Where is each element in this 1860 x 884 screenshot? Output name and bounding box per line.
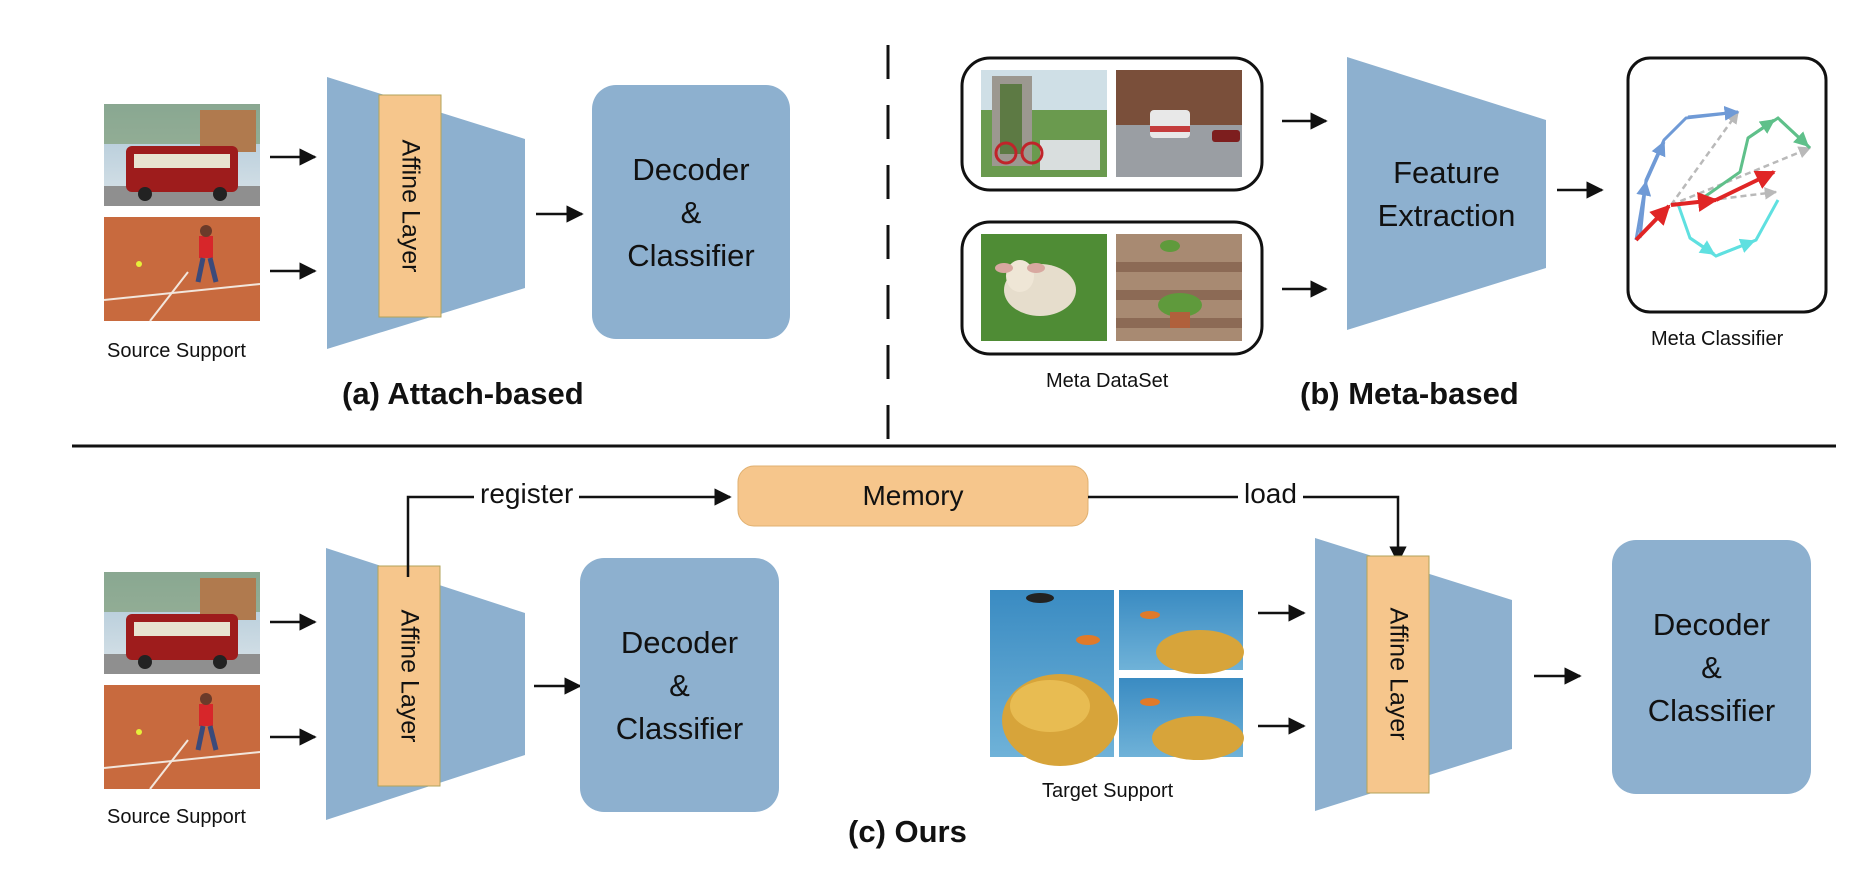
affine-layer-a-label: Affine Layer — [396, 139, 425, 273]
decoder-a-line2: & — [680, 194, 702, 230]
meta-image-bike — [981, 70, 1107, 177]
meta-classifier-box — [1626, 56, 1828, 314]
source-image-bus-a — [104, 104, 260, 206]
affine-layer-c-right — [1366, 555, 1430, 794]
meta-image-street-bus — [1116, 70, 1242, 177]
decoder-a-line1: Decoder — [632, 151, 750, 187]
decoder-c-right-line2: & — [1701, 649, 1722, 685]
load-connector — [1088, 495, 1407, 564]
decoder-c-left-line2: & — [669, 667, 690, 703]
target-support-caption: Target Support — [1042, 780, 1174, 802]
decoder-classifier-c-left — [580, 558, 779, 812]
decoder-c-right-line3: Classifier — [1647, 692, 1776, 728]
feature-line1: Feature — [1393, 155, 1500, 190]
meta-dataset-caption: Meta DataSet — [1046, 370, 1169, 392]
meta-image-plants — [1116, 234, 1242, 341]
decoder-c-left-line1: Decoder — [620, 624, 739, 660]
meta-image-sheep — [981, 234, 1107, 341]
load-label: load — [1238, 478, 1303, 510]
source-support-caption-a: Source Support — [107, 340, 246, 362]
source-image-tennis-c — [103, 685, 261, 790]
meta-classifier-vectors — [1634, 105, 1812, 258]
target-image-coral-bottom — [1119, 678, 1244, 760]
source-image-bus-c — [104, 572, 260, 674]
decoder-c-left-line3: Classifier — [615, 710, 744, 746]
panel-b-title: (b) Meta-based — [1300, 376, 1519, 411]
memory-label: Memory — [862, 480, 964, 511]
decoder-classifier-c-right — [1612, 540, 1811, 794]
decoder-classifier-a-label: Decoder & Classifier — [592, 85, 790, 339]
feature-extraction-block — [1347, 57, 1546, 330]
register-connector — [406, 488, 732, 577]
affine-layer-c-left-label: Affine Layer — [395, 609, 424, 743]
affine-layer-a — [378, 94, 442, 318]
meta-classifier-caption: Meta Classifier — [1651, 328, 1784, 350]
affine-layer-c-left — [377, 565, 441, 787]
decoder-classifier-c-left-label: Decoder & Classifier — [580, 558, 779, 812]
decoder-a-line3: Classifier — [627, 237, 755, 273]
feature-extraction-label: Feature Extraction — [1347, 130, 1546, 258]
target-image-coral-large — [990, 590, 1118, 766]
decoder-classifier-c-right-label: Decoder & Classifier — [1612, 540, 1811, 794]
panel-c-title: (c) Ours — [848, 814, 967, 849]
decoder-classifier-a — [592, 85, 790, 339]
decoder-c-right-line1: Decoder — [1652, 606, 1771, 642]
feature-line2: Extraction — [1377, 198, 1516, 233]
register-label: register — [474, 478, 580, 510]
source-support-caption-c: Source Support — [107, 806, 246, 828]
source-image-tennis-a — [103, 217, 261, 322]
target-image-coral-top — [1119, 590, 1244, 674]
affine-layer-c-right-label: Affine Layer — [1384, 607, 1413, 741]
panel-a-title: (a) Attach-based — [342, 376, 584, 411]
